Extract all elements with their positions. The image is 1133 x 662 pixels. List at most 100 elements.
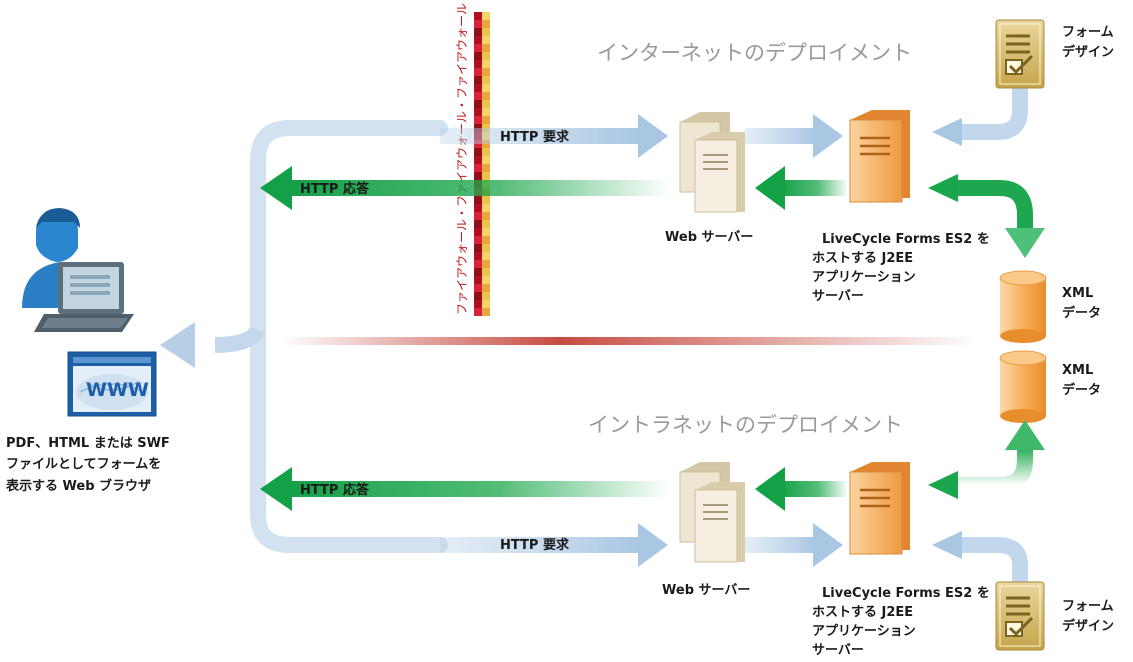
firewall-cell [482, 212, 490, 220]
firewall-cell [474, 84, 482, 92]
firewall-cell [474, 68, 482, 76]
firewall-cell [482, 28, 490, 36]
firewall-cell [482, 44, 490, 52]
firewall-cell [482, 100, 490, 108]
client-arrowhead [160, 322, 195, 368]
firewall-cell [482, 12, 490, 20]
firewall-cell [474, 12, 482, 20]
firewall-cell [474, 60, 482, 68]
intranet-xml-arrow [955, 445, 1033, 493]
firewall-cell [482, 292, 490, 300]
firewall-cell [474, 276, 482, 284]
firewall-cell [474, 116, 482, 124]
intranet-app-server-label-1: LiveCycle Forms ES2 を [822, 586, 990, 601]
firewall-cell [474, 220, 482, 228]
intranet-web-server-icon [679, 462, 745, 563]
firewall-cell [482, 68, 490, 76]
firewall-cell [482, 268, 490, 276]
firewall-cell [474, 156, 482, 164]
client-caption-3: 表示する Web ブラウザ [5, 478, 151, 494]
client-trunk [250, 120, 448, 553]
internet-app-server-icon [849, 110, 910, 203]
firewall-cell [482, 156, 490, 164]
firewall-cell [474, 100, 482, 108]
firewall-cell [474, 164, 482, 172]
internet-response-arrow-2 [780, 180, 848, 196]
firewall-cell [482, 108, 490, 116]
internet-app-server-label-4: サーバー [812, 289, 864, 304]
firewall-cell [474, 28, 482, 36]
firewall-cell [482, 276, 490, 284]
intranet-app-server-label-4: サーバー [812, 643, 864, 658]
firewall-cell [474, 260, 482, 268]
firewall-cell [474, 244, 482, 252]
internet-form-arrow [960, 88, 1028, 140]
internet-section-title: インターネットのデプロイメント [597, 41, 912, 65]
intranet-form-arrow [960, 537, 1028, 585]
firewall-cell [474, 284, 482, 292]
firewall-cell [474, 52, 482, 60]
firewall-cell [474, 36, 482, 44]
intranet-request-arrow [440, 537, 640, 553]
internet-web-server-icon [679, 112, 745, 213]
client-caption-2: ファイルとしてフォームを [6, 457, 161, 472]
firewall-cell [482, 20, 490, 28]
intranet-form-design-label-2: デザイン [1062, 618, 1114, 634]
client-arrow-connector [214, 325, 266, 353]
firewall-cell [482, 228, 490, 236]
firewall-cell [482, 60, 490, 68]
firewall-cell [482, 244, 490, 252]
intranet-xml-label-1: XML [1062, 363, 1093, 378]
firewall-cell [482, 76, 490, 84]
firewall-cell [474, 172, 482, 180]
firewall-cell [474, 44, 482, 52]
intranet-app-server-icon [849, 462, 910, 555]
firewall-cell [482, 252, 490, 260]
client-caption-1: PDF、HTML または SWF [6, 436, 170, 451]
intranet-section-title: イントラネットのデプロイメント [588, 413, 903, 437]
firewall-cell [474, 268, 482, 276]
firewall-cell [474, 204, 482, 212]
divider-line [280, 337, 980, 345]
firewall-cell [474, 228, 482, 236]
intranet-xml-database-icon [999, 350, 1047, 423]
internet-app-server-label-2: ホストする J2EE [812, 251, 913, 266]
internet-request-arrow [440, 128, 640, 144]
firewall-cell [482, 204, 490, 212]
firewall-cell [474, 20, 482, 28]
internet-http-response-label: HTTP 応答 [300, 181, 370, 197]
internet-response-arrow [290, 180, 670, 196]
internet-request-arrow-2 [745, 128, 815, 144]
internet-xml-label-1: XML [1062, 286, 1093, 301]
firewall-cell [482, 52, 490, 60]
intranet-http-response-label: HTTP 応答 [300, 482, 370, 498]
firewall-cell [482, 164, 490, 172]
firewall-cell [482, 308, 490, 316]
firewall-cell [482, 92, 490, 100]
firewall-cell [482, 284, 490, 292]
www-label: WWW [86, 379, 149, 401]
intranet-form-design-label-1: フォーム [1062, 599, 1114, 614]
internet-web-server-label: Web サーバー [665, 230, 753, 245]
firewall-cell [474, 108, 482, 116]
firewall-cell [474, 300, 482, 308]
firewall-cell [474, 212, 482, 220]
firewall [474, 12, 490, 316]
firewall-cell [482, 220, 490, 228]
firewall-cell [474, 76, 482, 84]
firewall-cell [482, 172, 490, 180]
firewall-cell [482, 36, 490, 44]
intranet-request-arrow-2 [745, 537, 815, 553]
user-at-computer-icon [22, 208, 134, 332]
firewall-cell [474, 148, 482, 156]
intranet-web-server-label: Web サーバー [662, 583, 750, 598]
firewall-cell [482, 84, 490, 92]
firewall-cell [482, 116, 490, 124]
intranet-response-arrow-2 [780, 481, 848, 497]
intranet-http-request-label: HTTP 要求 [500, 537, 570, 553]
firewall-cell [474, 292, 482, 300]
firewall-cell [482, 260, 490, 268]
internet-form-design-icon [995, 19, 1045, 89]
intranet-xml-label-2: データ [1062, 382, 1101, 398]
